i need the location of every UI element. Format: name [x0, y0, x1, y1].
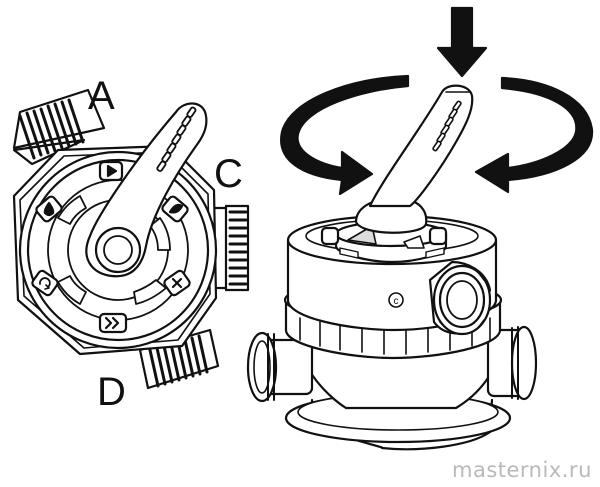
play-icon — [98, 160, 124, 182]
drop-icon — [35, 195, 63, 223]
double-chevron-icon — [98, 312, 128, 334]
side-view-handle — [354, 84, 474, 234]
marker-c-text: c — [394, 296, 399, 307]
handle-base — [320, 220, 448, 264]
port-a — [12, 88, 106, 166]
watermark: masternix.ru — [452, 458, 592, 482]
rotate-arrow-left-icon — [280, 74, 410, 196]
top-view-handle — [85, 102, 208, 278]
down-arrow-icon — [436, 6, 488, 78]
port-label-c: C — [214, 152, 243, 196]
leaf-icon — [161, 195, 189, 223]
top-view-valve — [12, 88, 250, 390]
port-label-a: A — [88, 74, 115, 118]
left-side-port — [246, 331, 314, 403]
rotate-arrow-right-icon — [474, 76, 594, 194]
side-view-valve: c — [246, 6, 594, 451]
top-port-c — [428, 260, 492, 336]
recycle-icon — [31, 269, 59, 297]
right-side-port — [486, 325, 538, 401]
port-label-d: D — [97, 370, 126, 414]
x-icon — [163, 269, 191, 297]
marker-c-circle — [388, 292, 404, 308]
